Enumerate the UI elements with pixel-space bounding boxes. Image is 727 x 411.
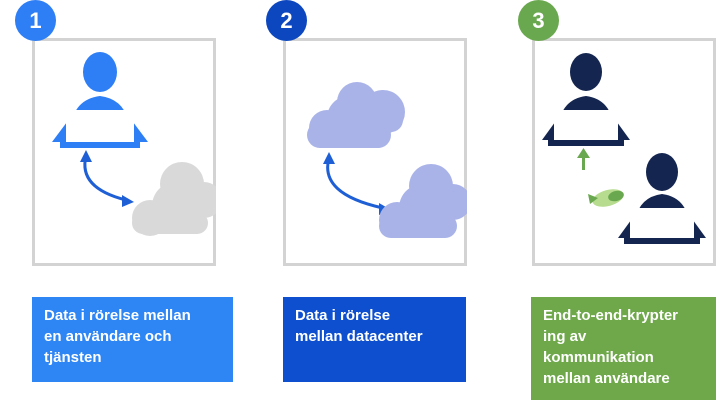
step-badge-1: 1 <box>15 0 56 41</box>
laptop-icon <box>60 110 140 148</box>
panel-between-datacenters: 2 Data i rörelse mellan datacenter <box>266 0 467 382</box>
encrypted-message-icon <box>588 189 624 207</box>
cloud-icon <box>379 164 467 238</box>
caption-panel-1: Data i rörelse mellan en användare och t… <box>32 297 233 382</box>
cloud-icon <box>132 162 216 236</box>
arrow-up-icon <box>577 148 590 170</box>
cloud-icon <box>307 82 405 148</box>
bidirectional-arrow-icon <box>80 150 134 207</box>
panel-user-to-service: 1 Data i rörelse mellan en an <box>15 0 233 382</box>
laptop-icon <box>548 110 624 146</box>
datacenter-illustration <box>307 82 467 238</box>
step-badge-3: 3 <box>518 0 559 41</box>
caption-panel-2: Data i rörelse mellan datacenter <box>283 297 466 382</box>
panel-frame <box>32 38 216 266</box>
panel-end-to-end-encryption: 3 <box>518 0 718 400</box>
bidirectional-arrow-icon <box>323 152 391 215</box>
caption-panel-3: End-to-end-krypter ing av kommunikation … <box>531 297 716 400</box>
user-to-user-illustration <box>542 53 706 244</box>
step-badge-2: 2 <box>266 0 307 41</box>
laptop-icon <box>624 208 700 244</box>
user-service-illustration <box>52 52 216 236</box>
